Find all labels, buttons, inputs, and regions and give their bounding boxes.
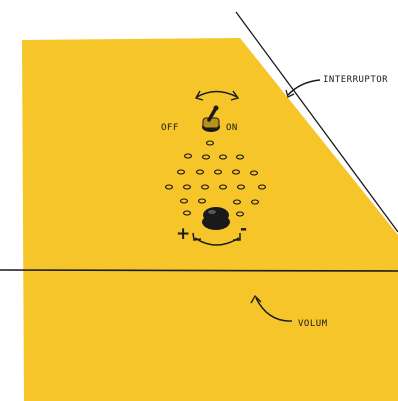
panel-fold-line [0,269,398,272]
volume-plus-label: + [176,224,191,244]
off-label: OFF [161,123,179,133]
toggle-arc-arrow [196,90,238,98]
volum-label: VOLUM [298,319,328,329]
speaker-grille-icon [164,140,267,217]
on-label: ON [226,123,238,133]
volume-knob-icon[interactable] [202,207,230,230]
volum-pointer-arrow [255,297,293,322]
interruptor-pointer-arrow [287,79,321,96]
interruptor-label: INTERRUPTOR [323,75,389,85]
toggle-switch-icon[interactable] [202,105,220,133]
panel-edge-line [235,11,398,233]
volume-minus-label: - [240,219,248,239]
